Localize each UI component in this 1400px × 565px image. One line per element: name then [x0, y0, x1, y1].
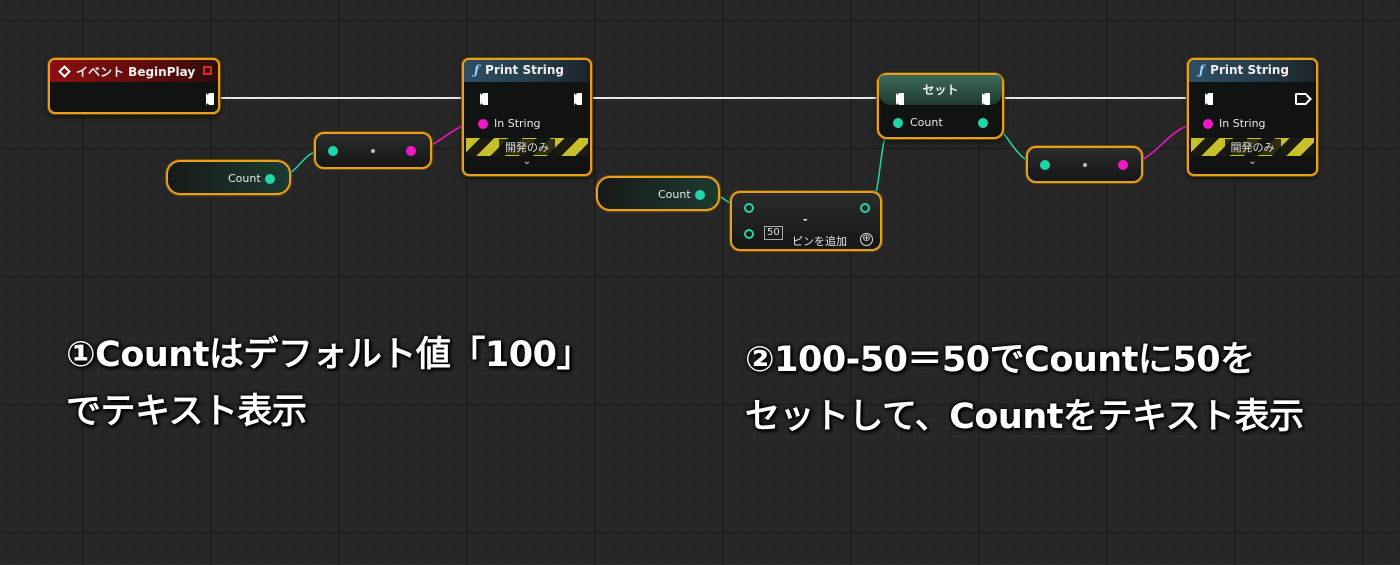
development-only-label: 開発のみ — [1224, 139, 1281, 155]
in-string-label: In String — [1219, 117, 1266, 130]
count-output-pin[interactable] — [695, 190, 705, 200]
print-string-header-2: ƒ Print String — [1189, 60, 1316, 82]
int-to-string-conversion-node-1[interactable] — [314, 132, 432, 169]
print-string-title-2: Print String — [1210, 63, 1289, 77]
int-to-string-conversion-node-2[interactable] — [1026, 146, 1143, 183]
exec-out-pin[interactable] — [982, 93, 990, 105]
conversion-input-pin[interactable] — [1040, 160, 1050, 170]
development-only-banner: 開発のみ — [466, 138, 588, 156]
in-string-label: In String — [494, 117, 541, 130]
function-f-icon: ƒ — [1199, 63, 1205, 77]
subtract-node[interactable]: - 50 ピンを追加 ⊕ — [730, 191, 882, 251]
get-count-node-1[interactable]: Count — [166, 160, 291, 195]
caption-left-line2: でテキスト表示 — [66, 392, 307, 432]
development-only-label: 開発のみ — [499, 139, 555, 155]
event-beginplay-title: イベント BeginPlay — [76, 65, 196, 79]
print-string-title-1: Print String — [485, 63, 564, 77]
conversion-output-pin[interactable] — [1118, 160, 1128, 170]
subtract-operator: - — [803, 213, 808, 226]
add-pin-plus-icon[interactable]: ⊕ — [860, 233, 873, 246]
chevron-down-icon[interactable]: ⌄ — [522, 156, 532, 167]
get-count-label-2: Count — [658, 188, 691, 201]
event-diamond-icon — [58, 65, 71, 78]
conversion-input-pin[interactable] — [328, 146, 338, 156]
exec-out-pin-unconnected[interactable] — [1295, 93, 1312, 105]
conversion-output-pin[interactable] — [406, 146, 416, 156]
subtract-output-pin[interactable] — [860, 203, 870, 213]
set-count-pin-label: Count — [910, 116, 943, 129]
function-f-icon: ƒ — [474, 63, 480, 77]
event-beginplay-node[interactable]: イベント BeginPlay — [48, 58, 220, 114]
caption-right-line2: セットして、Countをテキスト表示 — [745, 397, 1304, 437]
conversion-dot-icon — [1083, 163, 1087, 167]
set-count-title: セット — [922, 83, 959, 97]
chevron-down-icon[interactable]: ⌄ — [1248, 156, 1257, 167]
subtract-input-a-pin[interactable] — [744, 203, 754, 213]
get-count-node-2[interactable]: Count — [596, 176, 720, 211]
exec-in-pin[interactable] — [1205, 93, 1213, 105]
caption-right-line1: ②100-50＝50でCountに50を — [745, 340, 1255, 380]
print-string-node-1[interactable]: ƒ Print String In String 開発のみ ⌄ — [462, 58, 592, 176]
development-only-banner: 開発のみ — [1191, 138, 1314, 156]
in-string-pin[interactable] — [1203, 119, 1213, 129]
add-pin-label[interactable]: ピンを追加 — [792, 235, 847, 248]
print-string-node-2[interactable]: ƒ Print String In String 開発のみ ⌄ — [1187, 58, 1318, 176]
print-string-header-1: ƒ Print String — [464, 60, 590, 82]
set-count-input-pin[interactable] — [893, 118, 903, 128]
count-output-pin[interactable] — [265, 174, 275, 184]
set-count-node[interactable]: セット Count — [877, 73, 1004, 139]
exec-in-pin[interactable] — [896, 93, 904, 105]
conversion-dot-icon — [371, 149, 375, 153]
caption-left-line1: ①Countはデフォルト値「100」 — [66, 335, 592, 375]
delegate-pin-icon[interactable] — [203, 66, 212, 75]
in-string-pin[interactable] — [478, 119, 488, 129]
subtract-literal-input[interactable]: 50 — [764, 226, 783, 240]
exec-in-pin[interactable] — [480, 93, 488, 105]
exec-out-pin[interactable] — [206, 93, 214, 105]
subtract-input-b-pin[interactable] — [744, 229, 754, 239]
get-count-label-1: Count — [228, 172, 261, 185]
exec-out-pin[interactable] — [574, 93, 582, 105]
set-count-output-pin[interactable] — [978, 118, 988, 128]
event-beginplay-header: イベント BeginPlay — [50, 60, 218, 82]
